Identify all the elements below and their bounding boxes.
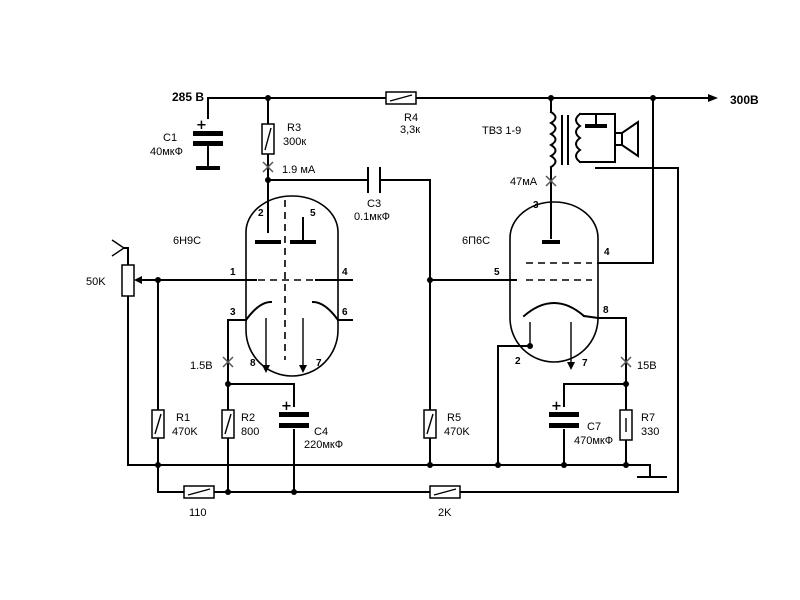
supply-arrow-icon bbox=[708, 94, 718, 102]
feedback-2k-value: 2K bbox=[438, 507, 452, 519]
transformer-label: ТВЗ 1-9 bbox=[482, 125, 521, 137]
v2-pin-5: 5 bbox=[494, 267, 500, 278]
r2-ref: R2 bbox=[241, 412, 255, 424]
c7-ref: C7 bbox=[587, 421, 601, 433]
supply-300v-label: 300В bbox=[730, 93, 759, 107]
junction-dots bbox=[155, 95, 656, 495]
supply-285v-label: 285 В bbox=[172, 90, 204, 104]
v1-pin-3: 3 bbox=[230, 307, 236, 318]
resistor-r5 bbox=[423, 409, 437, 439]
v1-cathode-voltage: 1.5В bbox=[190, 360, 213, 372]
c4-plus-sign: + bbox=[281, 399, 292, 414]
c3-ref: C3 bbox=[367, 198, 381, 210]
pot-value: 50K bbox=[86, 276, 106, 288]
r4-ref: R4 bbox=[404, 112, 418, 124]
r5-value: 470K bbox=[444, 426, 470, 438]
measurement-markers bbox=[222, 161, 632, 368]
v2-pin-4: 4 bbox=[604, 247, 610, 258]
v1-pin-4: 4 bbox=[342, 267, 348, 278]
speaker-icon bbox=[614, 120, 639, 158]
v2-pin-8: 8 bbox=[603, 305, 609, 316]
v1-pin-8: 8 bbox=[250, 358, 256, 369]
v1-type-label: 6Н9С bbox=[173, 235, 201, 247]
resistor-feedback-110 bbox=[183, 485, 215, 499]
v1-pin-1: 1 bbox=[230, 267, 236, 278]
v1-pin-5: 5 bbox=[310, 208, 316, 219]
v1-pin-7: 7 bbox=[316, 358, 322, 369]
tube-v2 bbox=[509, 201, 600, 370]
r3-value: 300к bbox=[283, 136, 306, 148]
capacitor-c7: + bbox=[549, 399, 579, 428]
c7-plus-sign: + bbox=[551, 399, 562, 414]
resistor-r3 bbox=[261, 123, 275, 155]
r1-value: 470K bbox=[172, 426, 198, 438]
c1-ref: C1 bbox=[163, 132, 177, 144]
c7-value: 470мкФ bbox=[574, 435, 613, 447]
potentiometer-50k bbox=[121, 264, 142, 297]
v1-anode-current: 1.9 мА bbox=[282, 164, 316, 176]
c1-plus-sign: + bbox=[196, 118, 207, 133]
r4-value: 3,3к bbox=[400, 124, 420, 136]
resistor-r4 bbox=[385, 91, 417, 105]
resistor-feedback-2k bbox=[429, 485, 461, 499]
r5-ref: R5 bbox=[447, 412, 461, 424]
r3-ref: R3 bbox=[287, 122, 301, 134]
v2-pin-2: 2 bbox=[515, 356, 521, 367]
v1-pin-2: 2 bbox=[258, 208, 264, 219]
r7-value: 330 bbox=[641, 426, 659, 438]
labels: 285 В 300В C1 40мкФ R3 300к 1.9 мА R4 3,… bbox=[86, 90, 759, 519]
capacitor-c3 bbox=[367, 167, 381, 193]
capacitor-c1: + bbox=[193, 118, 223, 170]
pin-numbers: 2 5 1 4 3 6 8 7 3 4 5 8 2 7 bbox=[230, 200, 610, 369]
c4-value: 220мкФ bbox=[304, 439, 343, 451]
feedback-110-value: 110 bbox=[189, 507, 207, 519]
v1-pin-6: 6 bbox=[342, 307, 348, 318]
r2-value: 800 bbox=[241, 426, 259, 438]
v2-cathode-voltage: 15В bbox=[637, 360, 657, 372]
r7-ref: R7 bbox=[641, 412, 655, 424]
v2-type-label: 6П6С bbox=[462, 235, 490, 247]
resistor-r2 bbox=[221, 409, 235, 439]
v2-anode-current: 47мА bbox=[510, 176, 538, 188]
v2-pin-7: 7 bbox=[582, 358, 588, 369]
c4-ref: C4 bbox=[314, 426, 328, 438]
resistor-r7 bbox=[619, 409, 633, 441]
resistor-r1 bbox=[151, 409, 165, 439]
c3-value: 0.1мкФ bbox=[354, 211, 390, 223]
r1-ref: R1 bbox=[176, 412, 190, 424]
tube-v1 bbox=[244, 195, 353, 377]
capacitor-c4: + bbox=[279, 399, 309, 428]
v2-pin-3: 3 bbox=[533, 200, 539, 211]
c1-value: 40мкФ bbox=[150, 146, 183, 158]
output-transformer bbox=[549, 110, 616, 169]
